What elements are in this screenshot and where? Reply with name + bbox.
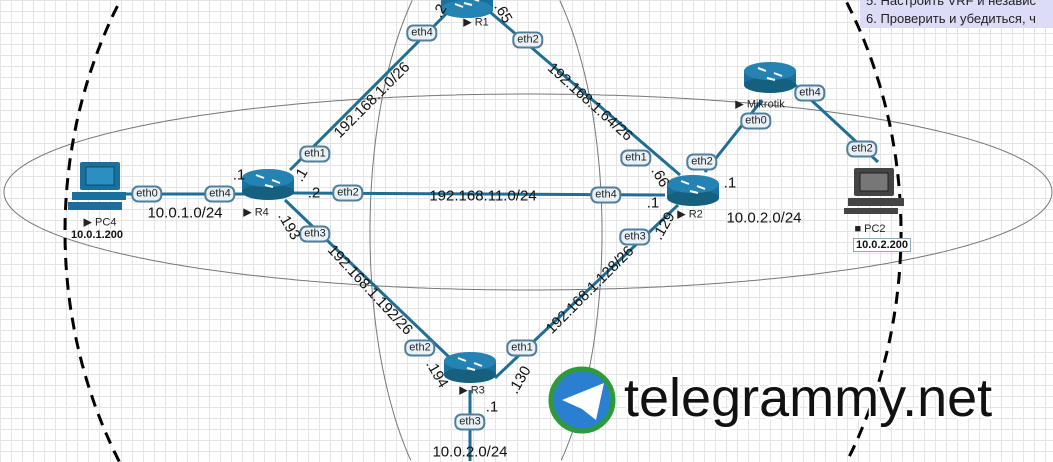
network-label: 10.0.2.0/24 [726,209,802,227]
node-label-pc2: ■ PC2 [854,223,886,235]
network-label: 192.168.11.0/24 [429,187,537,205]
network-label: 10.0.2.0/24 [432,443,508,461]
interface-label[interactable]: eth3 [299,225,331,243]
router-r4-icon[interactable] [242,169,294,200]
telegram-logo-icon [548,366,616,434]
router-r3-icon[interactable] [444,352,496,383]
interface-label[interactable]: eth4 [794,84,826,102]
pc2-address: 10.0.2.200 [853,238,911,252]
task-notes: 5. Настроить VRF и независ 6. Проверить … [860,0,1053,28]
interface-label[interactable]: eth1 [299,145,331,163]
host-octet-label: .1 [646,194,660,212]
interface-label[interactable]: eth0 [740,112,772,130]
network-label: 10.0.1.0/24 [147,204,223,222]
note-line: 6. Проверить и убедиться, ч [866,11,1036,26]
host-octet-label: .1 [485,398,499,416]
interface-label[interactable]: eth2 [404,339,436,357]
interface-label[interactable]: eth2 [332,184,364,202]
watermark-text: telegrammy.net [624,368,993,428]
node-label-r3: ▶ R3 [459,384,485,397]
pc4-address: 10.0.1.200 [71,229,123,241]
host-octet-label: .2 [307,184,321,202]
area-ellipse-horizontal [3,93,1053,291]
interface-label[interactable]: eth1 [620,149,652,167]
router-r2-icon[interactable] [667,175,719,206]
note-line: 5. Настроить VRF и независ [866,0,1037,8]
pc4-icon[interactable] [68,162,126,210]
node-label-r2: ▶ R2 [677,208,703,221]
interface-label[interactable]: eth3 [454,413,486,431]
interface-label[interactable]: eth2 [686,153,718,171]
interface-label[interactable]: eth2 [512,31,544,49]
interface-label[interactable]: eth0 [131,185,163,203]
router-r1-icon[interactable] [441,0,493,18]
node-label-r1: ▶ R1 [463,16,489,29]
router-mikrotik-icon[interactable] [744,62,796,93]
node-label-pc4: ▶ PC4 [83,216,117,229]
interface-label[interactable]: eth2 [846,140,878,158]
interface-label[interactable]: eth1 [506,339,538,357]
interface-label[interactable]: eth3 [619,228,651,246]
interface-label[interactable]: eth4 [590,186,622,204]
node-label-mikrotik: ▶ Mikrotik [735,98,785,111]
interface-label[interactable]: eth4 [204,185,236,203]
host-octet-label: .1 [723,174,737,192]
interface-label[interactable]: eth4 [406,24,438,42]
pc2-icon[interactable] [844,168,904,214]
host-octet-label: .1 [232,166,246,184]
node-label-r4: ▶ R4 [243,206,269,219]
